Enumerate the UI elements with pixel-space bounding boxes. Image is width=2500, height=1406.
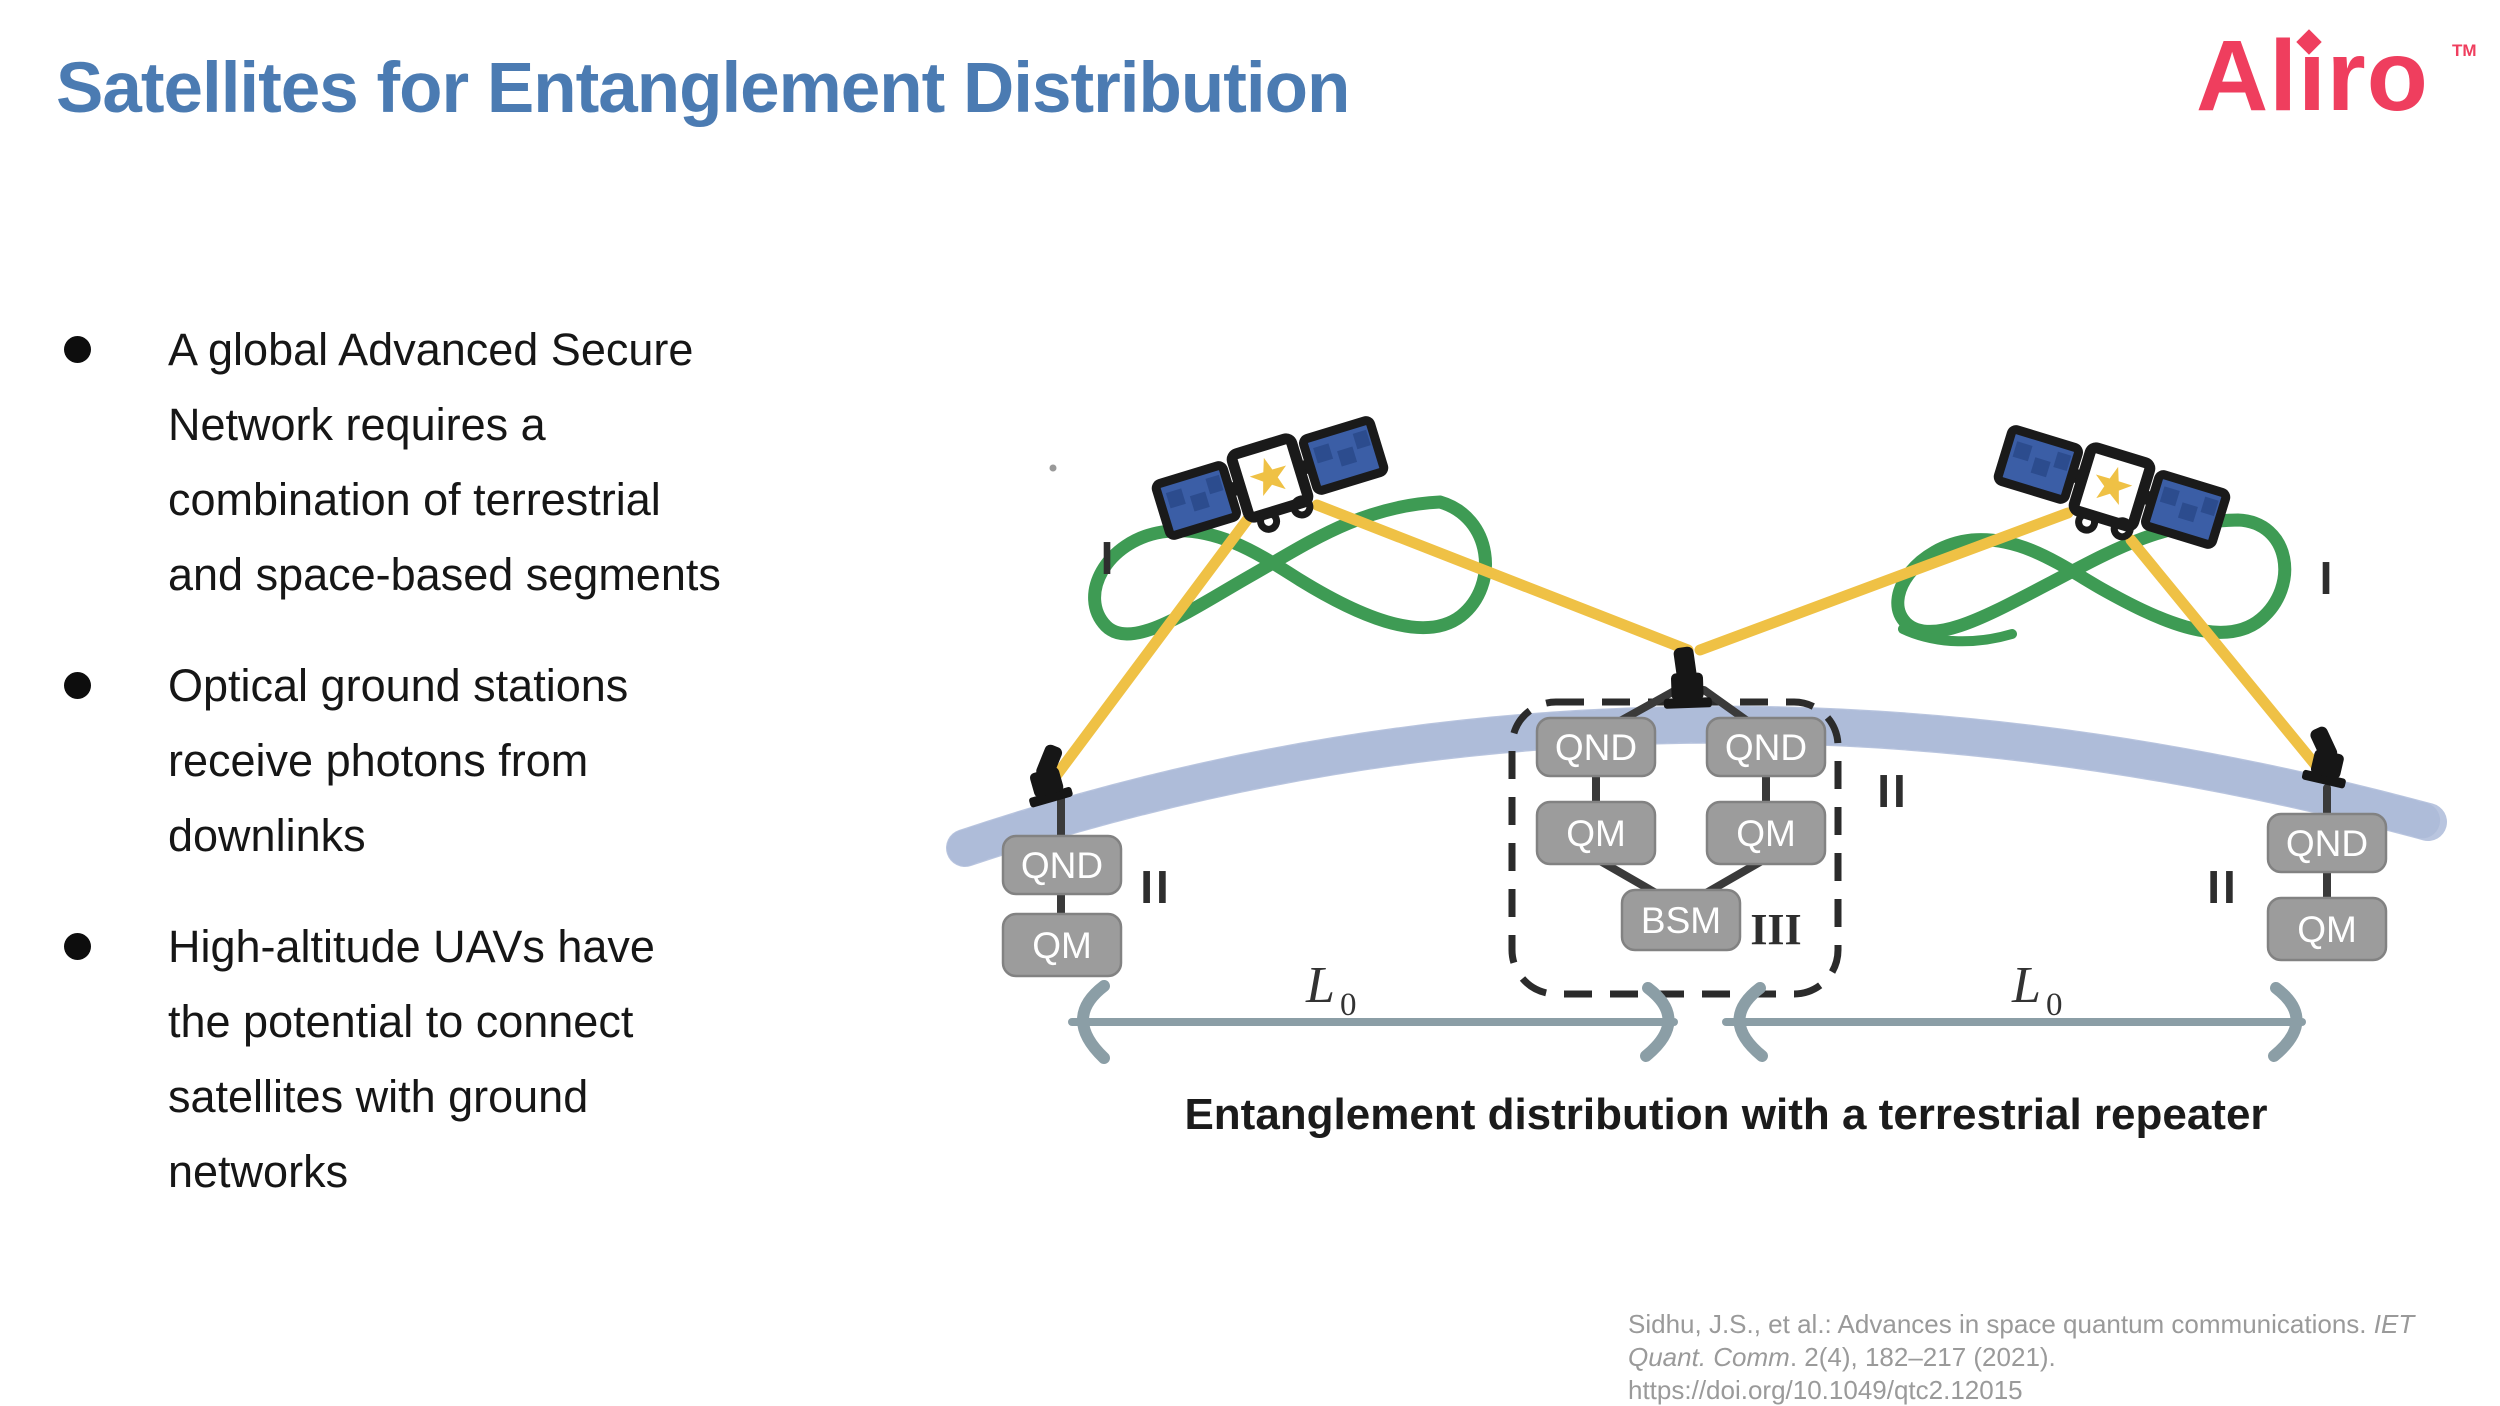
central-qm-left-box <box>1535 800 1657 866</box>
bullet-1-line-1: A global Advanced Secure <box>168 324 694 375</box>
logo-text-al: Al <box>2196 20 2298 132</box>
citation-line-1-journal: IET <box>2373 1309 2415 1339</box>
bullet-2-line-3: downlinks <box>168 810 366 861</box>
logo-text-ro: ro <box>2326 20 2429 132</box>
left-L0-symbol: L <box>1305 957 1335 1014</box>
left-qm-box <box>1001 912 1123 978</box>
node-boxes: QND QM QND QND QM QM BSM QND QM <box>1001 716 2388 978</box>
bullet-dot-icon <box>64 672 91 699</box>
right-L0-symbol: L <box>2011 957 2041 1014</box>
bullet-1-line-2: Network requires a <box>168 399 546 450</box>
bullet-dot-icon <box>64 336 91 363</box>
left-satellite-icon <box>1151 416 1389 540</box>
bullet-dot-icon <box>64 933 91 960</box>
left-satellite-panel-cells <box>1165 429 1371 512</box>
citation-line-1: Sidhu, J.S., et al.: Advances in space q… <box>1628 1308 2468 1341</box>
citation-line-1-text: Sidhu, J.S., et al.: Advances in space q… <box>1628 1309 2374 1339</box>
bullet-2-line-2: receive photons from <box>168 735 589 786</box>
central-qnd-left-box <box>1535 716 1657 778</box>
bullet-2-line-1: Optical ground stations <box>168 660 629 711</box>
beam-rightsat-to-central-station <box>1694 507 2074 656</box>
speck-dot <box>1049 464 1057 472</box>
region-label-II-repeater: II <box>1877 765 1909 817</box>
bullet-1-line-3: combination of terrestrial <box>168 474 661 525</box>
left-telescope-icon <box>1029 744 1073 808</box>
right-qm-label: QM <box>2297 909 2357 950</box>
beam-leftsat-to-left-station <box>1050 514 1253 782</box>
left-arrowhead-west <box>1077 980 1110 1064</box>
right-qm-box <box>2266 896 2388 962</box>
central-qnd-left-label: QND <box>1555 727 1637 768</box>
central-qm-right-label: QM <box>1736 813 1796 854</box>
right-orbit-figure-eight <box>1891 513 2292 639</box>
bullet-1-line-4: and space-based segments <box>168 549 721 600</box>
earth-surface-arc <box>946 705 2447 867</box>
beam-rightsat-to-right-station <box>2125 534 2324 774</box>
left-qnd-box <box>1001 834 1123 896</box>
bullet-item-3: High-altitude UAVs have the potential to… <box>56 909 756 1209</box>
region-label-II-right-station: II <box>2207 861 2239 913</box>
beam-leftsat-to-central-station <box>1311 499 1694 656</box>
bullet-3-line-2: the potential to connect <box>168 996 634 1047</box>
bsm-box <box>1620 888 1742 952</box>
central-qm-left-label: QM <box>1566 813 1626 854</box>
citation: Sidhu, J.S., et al.: Advances in space q… <box>1628 1308 2468 1406</box>
distance-labels: L 0 L 0 <box>1305 957 2063 1023</box>
right-satellite-star-icon <box>2095 466 2133 505</box>
distance-arrows <box>1068 980 2306 1064</box>
citation-line-2: Quant. Comm. 2(4), 182–217 (2021). <box>1628 1341 2468 1374</box>
right-qnd-box <box>2266 812 2388 874</box>
bsm-label: BSM <box>1641 900 1721 941</box>
left-satellite-star-icon <box>1249 457 1287 496</box>
region-label-III-bsm: III <box>1750 905 1801 954</box>
right-arrowhead-west <box>1733 982 1768 1062</box>
bullet-3-line-4: networks <box>168 1146 349 1197</box>
bullet-3-line-3: satellites with ground <box>168 1071 589 1122</box>
bullet-item-2: Optical ground stations receive photons … <box>56 648 756 873</box>
right-satellite-icon <box>1993 425 2231 549</box>
central-qnd-right-box <box>1705 716 1827 778</box>
node-connectors <box>1057 686 2331 922</box>
left-qnd-label: QND <box>1021 845 1103 886</box>
aliro-logo: Alıro TM <box>2196 26 2477 136</box>
left-qm-label: QM <box>1032 925 1092 966</box>
region-label-II-left-station: II <box>1140 861 1172 913</box>
bullet-item-1: A global Advanced Secure Network require… <box>56 312 756 612</box>
region-label-I-left: I <box>1101 532 1114 584</box>
central-telescope-icon <box>1663 646 1712 709</box>
right-L0-subscript: 0 <box>2046 987 2063 1023</box>
bullet-list: A global Advanced Secure Network require… <box>56 312 756 1245</box>
page-title: Satellites for Entanglement Distribution <box>56 49 1350 128</box>
region-label-I-right: I <box>2320 552 2333 604</box>
right-telescope-icon <box>2301 726 2346 789</box>
central-qm-right-box <box>1705 800 1827 866</box>
logo-trademark: TM <box>2452 41 2477 60</box>
right-qnd-label: QND <box>2286 823 2368 864</box>
central-qnd-right-label: QND <box>1725 727 1807 768</box>
citation-doi-link[interactable]: https://doi.org/10.1049/qtc2.12015 <box>1628 1375 2023 1405</box>
earth-surface-arc-texture <box>947 706 2446 866</box>
left-L0-subscript: 0 <box>1340 987 1357 1023</box>
left-arrowhead-east <box>1640 982 1675 1062</box>
bullet-3-line-1: High-altitude UAVs have <box>168 921 655 972</box>
right-arrowhead-east <box>2268 982 2303 1062</box>
citation-line-2-journal: Quant. Comm <box>1628 1342 1790 1372</box>
citation-line-2-text: . 2(4), 182–217 (2021). <box>1789 1342 2056 1372</box>
right-orbit-tail <box>1898 624 2017 647</box>
region-labels: I I II II II III <box>1101 532 2333 954</box>
diagram-caption: Entanglement distribution with a terrest… <box>1184 1090 2268 1139</box>
right-satellite-panel-cells <box>2012 441 2219 523</box>
left-orbit-figure-eight <box>1088 495 1492 641</box>
